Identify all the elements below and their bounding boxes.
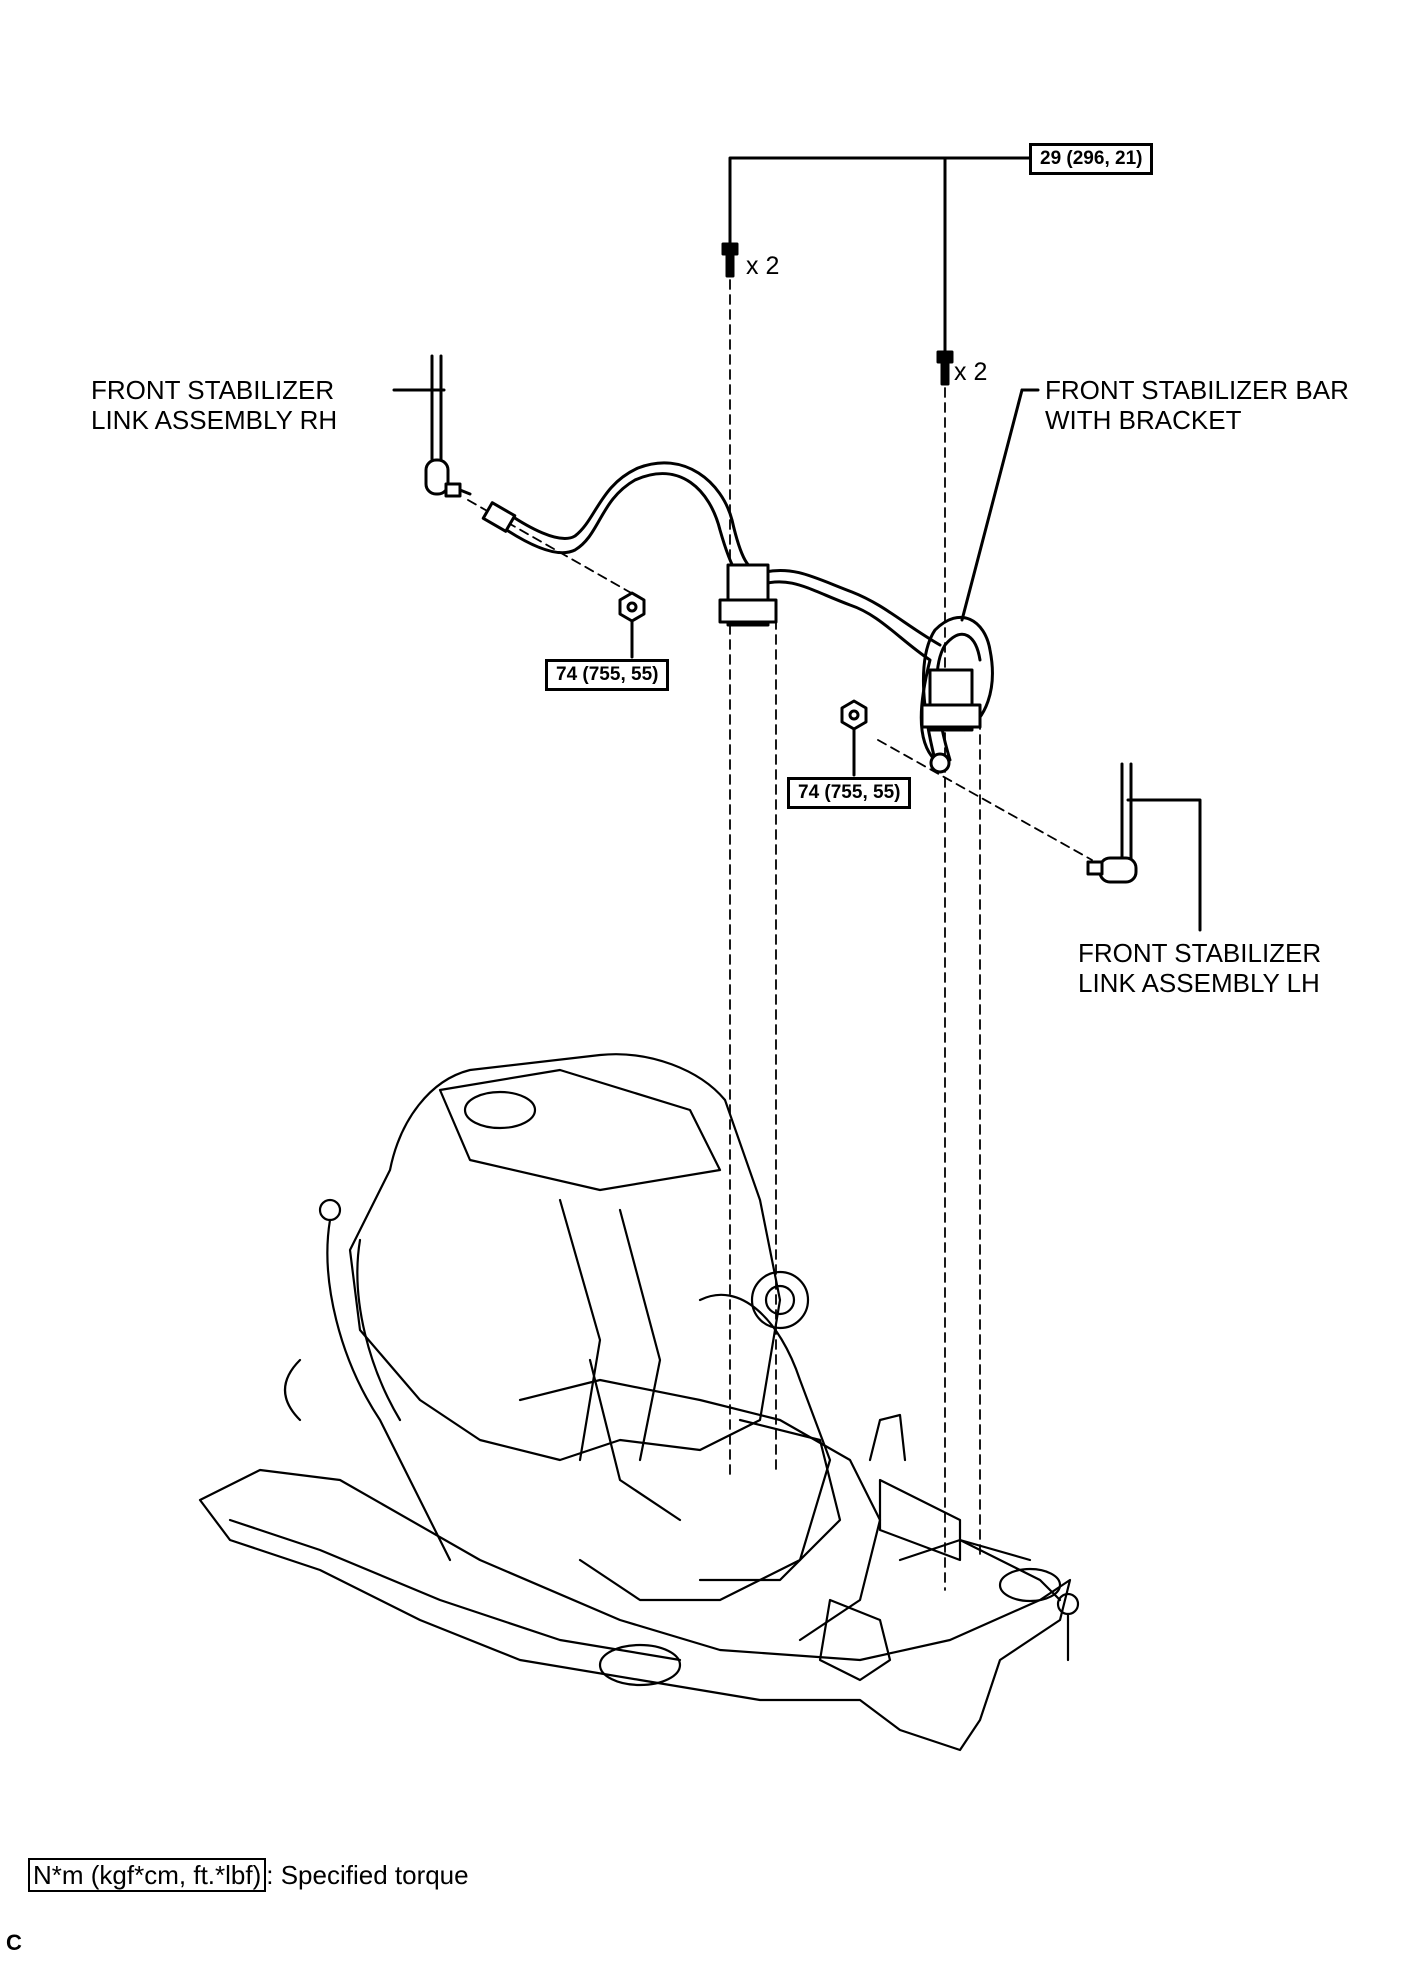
bolt-quantity-a: x 2 (746, 252, 780, 280)
leader-link-lh (1126, 798, 1202, 932)
bolt-icon-b (936, 350, 954, 386)
torque-legend: N*m (kgf*cm, ft.*lbf): Specified torque (28, 1858, 469, 1892)
label-bar-line1: FRONT STABILIZER BAR (1045, 375, 1349, 405)
steering-rack-outline (818, 1413, 1080, 1682)
label-link-lh-line1: FRONT STABILIZER (1078, 938, 1322, 968)
stabilizer-link-rh (424, 354, 472, 498)
label-link-assembly-rh: FRONT STABILIZER LINK ASSEMBLY RH (91, 375, 337, 435)
torque-box-bracket-bolts: 29 (296, 21) (1029, 143, 1154, 175)
label-link-assembly-lh: FRONT STABILIZER LINK ASSEMBLY LH (1078, 938, 1321, 998)
legend-description: : Specified torque (266, 1860, 469, 1890)
nut-icon-rh (618, 591, 646, 623)
label-link-lh-line2: LINK ASSEMBLY LH (1078, 968, 1320, 998)
front-subframe-outline (198, 1468, 1072, 1752)
stabilizer-bar (481, 461, 994, 774)
label-bar-line2: WITH BRACKET (1045, 405, 1242, 435)
torque-box-nut-lh: 74 (755, 55) (787, 777, 912, 809)
bolt-icon-a (721, 242, 739, 278)
torque-leader-bracket-bolts (728, 156, 1042, 354)
leader-stabilizer-bar (960, 388, 1024, 622)
corner-mark: C (6, 1930, 22, 1955)
label-stabilizer-bar: FRONT STABILIZER BAR WITH BRACKET (1045, 375, 1349, 435)
label-link-rh-line1: FRONT STABILIZER (91, 375, 335, 405)
legend-units-box: N*m (kgf*cm, ft.*lbf) (28, 1858, 267, 1892)
nut-icon-lh (840, 699, 868, 731)
engine-assembly-outline (284, 1053, 882, 1642)
bolt-quantity-b: x 2 (954, 358, 988, 386)
stabilizer-link-lh (1086, 762, 1138, 884)
torque-box-nut-rh: 74 (755, 55) (545, 659, 670, 691)
label-link-rh-line2: LINK ASSEMBLY RH (91, 405, 338, 435)
